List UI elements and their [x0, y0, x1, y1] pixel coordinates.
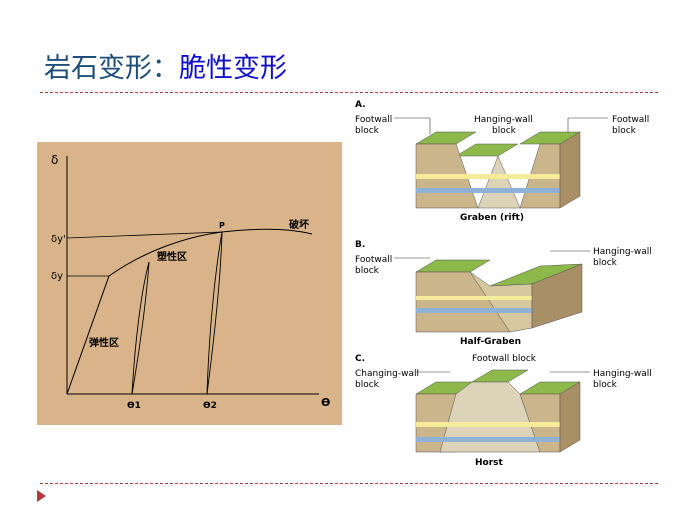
bottom-divider — [40, 483, 658, 484]
horst-left-label-1: Changing-wall — [355, 369, 419, 379]
graben-left-label-2: block — [355, 126, 380, 136]
yield-line-upper — [66, 231, 223, 239]
horst-center-label: Footwall block — [472, 354, 537, 364]
stress-strain-curve — [66, 228, 313, 395]
graben-center-label-1: Hanging-wall — [474, 115, 533, 125]
label-c: C. — [355, 354, 365, 364]
graben-diagram: A. Footwall block Hanging-wall block Foo… — [355, 100, 649, 223]
graben-right-label-2: block — [612, 126, 637, 136]
half-graben-left-label-1: Footwall — [355, 255, 392, 265]
graben-caption: Graben (rift) — [460, 213, 524, 223]
title-accent: 脆性变形 — [179, 53, 287, 84]
label-b: B. — [355, 240, 365, 250]
unload-loop-2a — [206, 231, 223, 395]
unload-loop-1a — [131, 261, 150, 395]
dy-prime-label: δy' — [51, 234, 66, 245]
graben-left-label-1: Footwall — [355, 115, 392, 125]
failure-label: 破坏 — [289, 218, 309, 231]
stress-strain-diagram: δ ϴ δy' δy P 破坏 塑性区 弹性区 ϴ1 ϴ2 — [51, 153, 330, 411]
horst-caption: Horst — [475, 458, 504, 468]
bullet-arrow-icon — [37, 490, 46, 502]
horst-right-label-1: Hanging-wall — [593, 369, 652, 379]
horst-left-label-2: block — [355, 380, 380, 390]
theta1-label: ϴ1 — [127, 401, 141, 411]
half-graben-right-label-1: Hanging-wall — [593, 247, 652, 257]
title-main: 岩石变形： — [44, 53, 179, 84]
elastic-zone-label: 弹性区 — [89, 336, 119, 349]
top-divider — [40, 92, 658, 93]
stress-strain-panel: δ ϴ δy' δy P 破坏 塑性区 弹性区 ϴ1 ϴ2 — [37, 142, 342, 425]
fault-diagrams: A. Footwall block Hanging-wall block Foo… — [350, 96, 665, 471]
unload-loop-2b — [206, 231, 223, 395]
dy-label: δy — [51, 271, 63, 282]
y-axis-label: δ — [51, 153, 58, 167]
unload-loop-1b — [131, 261, 150, 395]
graben-right-label-1: Footwall — [612, 115, 649, 125]
x-axis-label: ϴ — [321, 396, 330, 409]
horst-diagram: C. Footwall block Changing-wall block Ha… — [355, 354, 652, 468]
plastic-zone-label: 塑性区 — [157, 250, 187, 263]
horst-right-label-2: block — [593, 380, 618, 390]
slide-title: 岩石变形：脆性变形 — [44, 46, 287, 85]
half-graben-right-label-2: block — [593, 258, 618, 268]
half-graben-caption: Half-Graben — [460, 337, 521, 347]
graben-center-label-2: block — [492, 126, 517, 136]
point-p-label: P — [219, 221, 225, 230]
theta2-label: ϴ2 — [203, 401, 217, 411]
half-graben-left-label-2: block — [355, 266, 380, 276]
half-graben-diagram: B. Footwall block Hanging-wall block Hal… — [355, 240, 652, 347]
fault-diagrams-svg: A. Footwall block Hanging-wall block Foo… — [355, 100, 652, 468]
label-a: A. — [355, 100, 366, 110]
